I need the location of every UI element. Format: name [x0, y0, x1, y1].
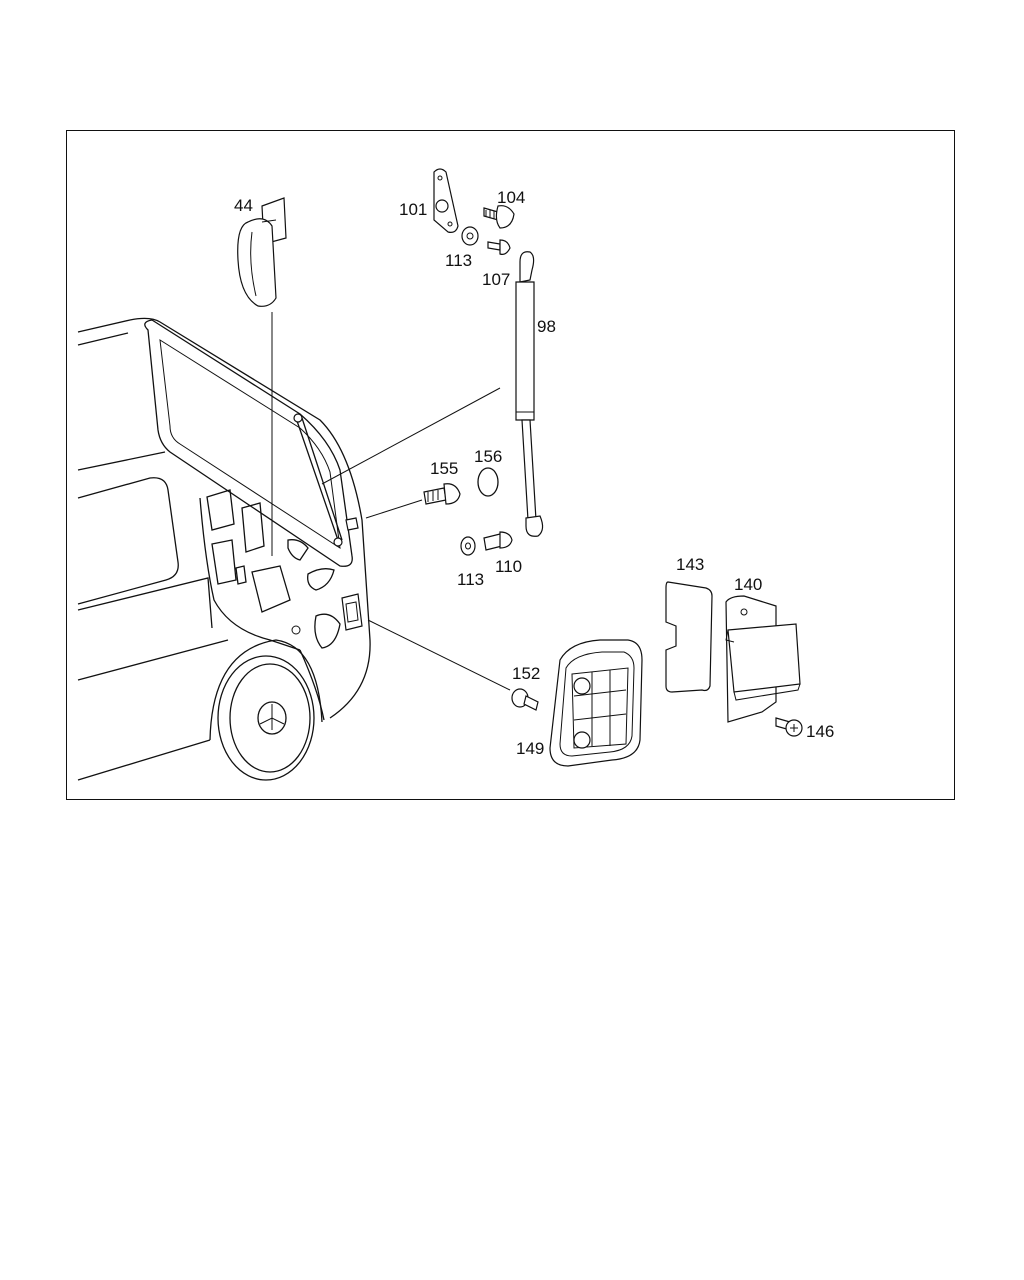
label-107: 107 [482, 270, 510, 289]
label-104: 104 [497, 188, 525, 207]
label-146: 146 [806, 722, 834, 741]
label-156: 156 [474, 447, 502, 466]
label-101: 101 [399, 200, 427, 219]
label-143: 143 [676, 555, 704, 574]
part-104-bolt [483, 205, 515, 229]
part-149-cover [549, 639, 643, 767]
label-44: 44 [234, 196, 253, 215]
part-110-ball-stud [483, 531, 513, 551]
part-146-screw [775, 717, 803, 737]
part-140-control-unit [725, 595, 801, 723]
part-156-o-ring [477, 467, 499, 497]
label-149: 149 [516, 739, 544, 758]
part-113-washer-lower [460, 536, 476, 556]
label-110: 110 [495, 557, 522, 576]
label-113-lower: 113 [457, 570, 484, 589]
part-101-bracket [433, 168, 459, 233]
vehicle-body [77, 317, 371, 781]
diagram-frame [66, 130, 955, 800]
label-155: 155 [430, 459, 458, 478]
label-152: 152 [512, 664, 540, 683]
part-44-pull-strap [237, 197, 287, 307]
part-155-bolt [365, 483, 461, 519]
part-98-gas-strut [321, 251, 544, 537]
label-113-upper: 113 [445, 251, 472, 270]
label-98: 98 [537, 317, 556, 336]
label-140: 140 [734, 575, 762, 594]
part-143-gasket [665, 581, 713, 693]
part-113-washer-upper [461, 226, 479, 246]
part-152-screw [367, 619, 539, 711]
part-107-ball-stud [487, 239, 511, 255]
